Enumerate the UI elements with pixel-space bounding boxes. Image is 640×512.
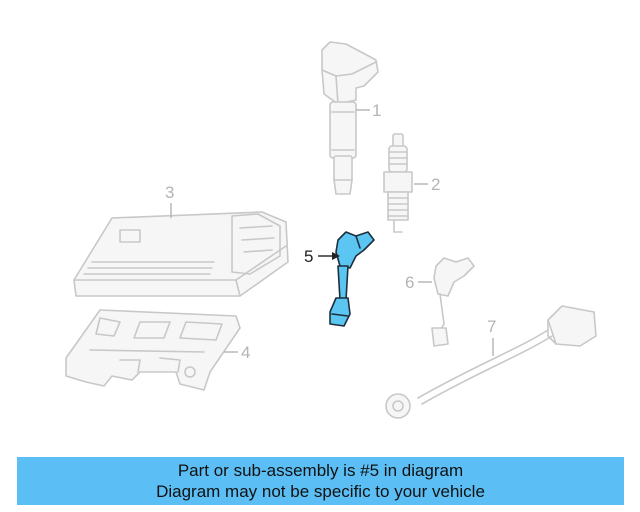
callout-4-label: 4: [241, 343, 250, 362]
part-2-spark-plug[interactable]: [383, 133, 413, 233]
callout-6-label: 6: [405, 273, 414, 292]
part-7-knock-sensor[interactable]: [385, 305, 597, 419]
callout-5-label: 5: [304, 247, 313, 266]
callout-1-label: 1: [372, 101, 381, 120]
part-4-module-bracket[interactable]: [65, 309, 241, 391]
part-5-sensor-highlighted[interactable]: [329, 231, 375, 327]
info-banner: Part or sub-assembly is #5 in diagram Di…: [17, 457, 624, 505]
callout-6: 6: [405, 273, 432, 292]
part-1-ignition-coil[interactable]: [321, 41, 379, 195]
callout-5: 5: [304, 247, 340, 266]
callout-3-label: 3: [165, 183, 174, 202]
callout-7-label: 7: [487, 317, 496, 336]
callout-2-label: 2: [431, 175, 440, 194]
callout-2: 2: [414, 175, 440, 194]
callout-7: 7: [487, 317, 496, 356]
callout-3: 3: [165, 183, 174, 218]
part-6-sensor[interactable]: [431, 257, 475, 347]
callout-1: 1: [356, 101, 381, 120]
part-3-engine-control-module[interactable]: [73, 211, 289, 297]
banner-line-1: Part or sub-assembly is #5 in diagram: [177, 461, 464, 480]
banner-line-2: Diagram may not be specific to your vehi…: [156, 482, 485, 501]
callout-4: 4: [224, 343, 250, 362]
